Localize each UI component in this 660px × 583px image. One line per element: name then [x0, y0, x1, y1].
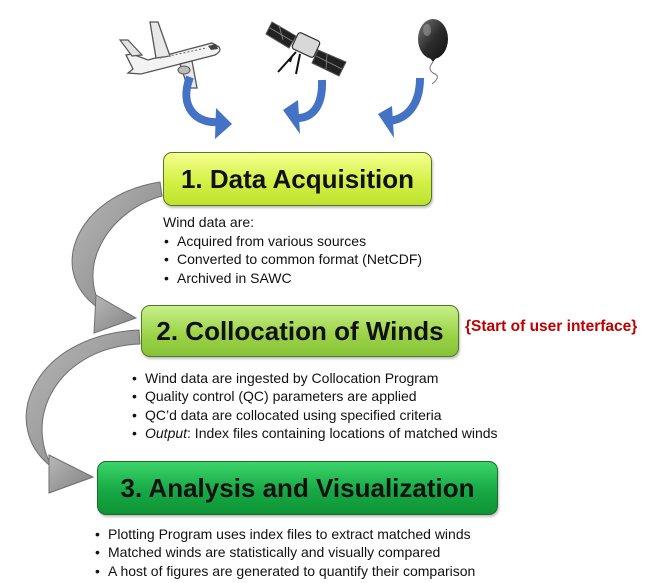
step-1-box: 1. Data Acquisition: [163, 152, 432, 206]
balloon-icon: [418, 19, 448, 85]
list-item: QC’d data are collocated using specified…: [129, 406, 498, 425]
user-interface-note: {Start of user interface}: [465, 318, 638, 335]
list-item: Wind data are ingested by Collocation Pr…: [129, 369, 498, 388]
output-label: Output: [145, 425, 188, 442]
satellite-icon: [265, 21, 347, 77]
step-2-bullet-list: Wind data are ingested by Collocation Pr…: [129, 369, 498, 443]
step-1-bullet-list: Acquired from various sources Converted …: [161, 232, 422, 288]
list-item-output: Output: Index files containing locations…: [129, 424, 498, 443]
list-item: Quality control (QC) parameters are appl…: [129, 387, 498, 406]
source-arrow-balloon: [378, 77, 424, 138]
step-2-box: 2. Collocation of Winds: [141, 305, 459, 357]
list-item: A host of figures are generated to quant…: [92, 562, 475, 581]
step-1-intro: Wind data are:: [163, 214, 255, 230]
flow-arrow-2-to-3: [25, 329, 141, 494]
source-arrow-airplane: [182, 75, 232, 139]
list-item: Plotting Program uses index files to ext…: [92, 525, 475, 544]
list-item: Archived in SAWC: [161, 269, 422, 288]
output-text: : Index files containing locations of ma…: [187, 425, 498, 442]
source-arrow-satellite: [283, 79, 327, 134]
list-item: Converted to common format (NetCDF): [161, 250, 422, 269]
airplane-icon: [118, 21, 221, 89]
step-3-title: 3. Analysis and Visualization: [120, 472, 475, 503]
step-2-title: 2. Collocation of Winds: [156, 315, 444, 346]
step-3-box: 3. Analysis and Visualization: [97, 461, 498, 515]
flow-arrow-1-to-2: [71, 181, 163, 334]
list-item: Acquired from various sources: [161, 232, 422, 251]
step-1-title: 1. Data Acquisition: [180, 163, 415, 194]
list-item: Matched winds are statistically and visu…: [92, 543, 475, 562]
step-3-bullet-list: Plotting Program uses index files to ext…: [92, 525, 475, 581]
